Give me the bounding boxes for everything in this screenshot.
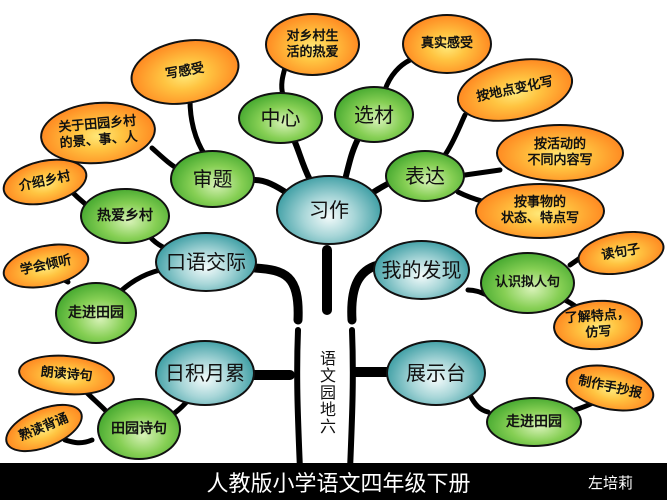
node-label: 按地点变化写 [475,74,555,106]
node-label: 熟读背诵 [16,411,71,445]
node-label: 按活动的不同内容写 [527,137,592,168]
node-label: 了解特点，仿写 [564,307,631,343]
node-duixiangcun: 对乡村生活的热爱 [265,13,360,76]
node-label: 中心 [260,106,301,130]
node-label-line: 活的热爱 [286,44,339,60]
node-anhuodong: 按活动的不同内容写 [496,124,624,182]
node-label: 按事物的状态、特点写 [501,195,579,226]
node-label: 展示台 [406,361,466,385]
node-tianyuanshiju: 田园诗句 [97,398,181,460]
node-zoujintianyuan-left: 走进田园 [55,282,137,344]
node-zoujintianyuan-right: 走进田园 [486,397,582,447]
node-label-line: 不同内容写 [527,153,593,168]
node-xizuo: 习作 [276,175,382,245]
node-label: 选材 [354,102,394,127]
node-label-line: 了解特点， [564,307,631,327]
node-renshinirenju: 认识拟人句 [480,252,575,314]
node-shenti: 审题 [170,150,255,208]
node-reaixiangcun: 热爱乡村 [80,188,170,244]
node-label: 热爱乡村 [97,207,153,224]
node-label: 走进田园 [506,413,562,430]
node-label: 审题 [192,167,233,191]
node-label: 朗读诗句 [39,364,94,385]
trunk-label: 语文园地六 [317,350,336,435]
node-label: 读句子 [600,241,642,264]
node-xuancai: 选材 [334,86,414,143]
footer-bar [0,463,667,500]
node-label: 学会倾听 [18,252,73,279]
node-zhongxin: 中心 [238,92,323,144]
node-label: 我的发现 [381,258,462,282]
node-label: 口语交际 [166,250,246,274]
node-kouyujiaoji: 口语交际 [155,232,257,292]
node-label: 关于田园乡村的景、事、人 [58,114,138,152]
node-label: 表达 [405,164,445,188]
node-label-line: 状态、特点写 [500,211,579,226]
node-label-line: 对乡村生 [286,28,339,44]
node-label: 真实感受 [420,36,473,52]
node-label: 制作手抄报 [576,373,644,402]
node-label: 介绍乡村 [17,168,72,195]
node-label: 习作 [309,198,349,222]
node-zhanshitai: 展示台 [386,340,486,406]
node-label: 认识拟人句 [494,275,560,291]
node-label: 走进田园 [68,304,124,321]
node-label: 田园诗句 [111,420,167,437]
node-label: 写感受 [164,60,206,83]
footer-author: 左培莉 [588,474,634,492]
node-wodefaxian: 我的发现 [373,240,470,300]
node-zhenshiganshou: 真实感受 [402,14,492,74]
node-label-line: 按活动的 [533,137,586,153]
node-anshiwu: 按事物的状态、特点写 [475,183,605,239]
node-label: 日积月累 [165,361,245,385]
footer-title: 人教版小学语文四年级下册 [206,472,471,497]
node-label-line: 按事物的 [513,195,566,211]
node-label: 对乡村生活的热爱 [286,29,338,60]
node-biaoda: 表达 [385,150,465,202]
node-label-line: 仿写 [585,324,613,341]
node-rijiyuelei: 日积月累 [155,340,255,406]
